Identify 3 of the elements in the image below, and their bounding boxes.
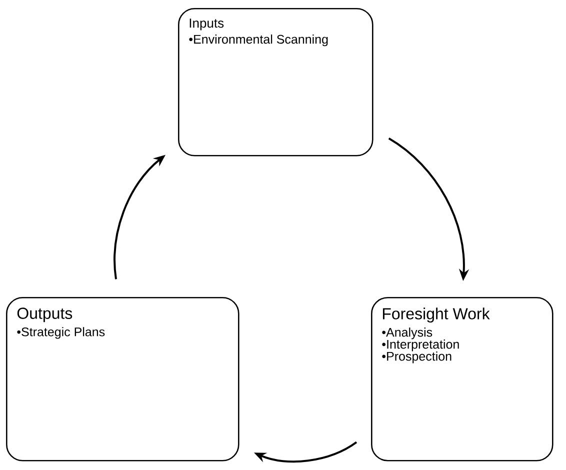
process-box: Outputs •Strategic Plans [6,296,240,462]
process-box: Foresight Work •Analysis •Interpretation •Prospection [371,296,554,462]
process-box: Inputs •Environmental Scanning [178,8,374,156]
